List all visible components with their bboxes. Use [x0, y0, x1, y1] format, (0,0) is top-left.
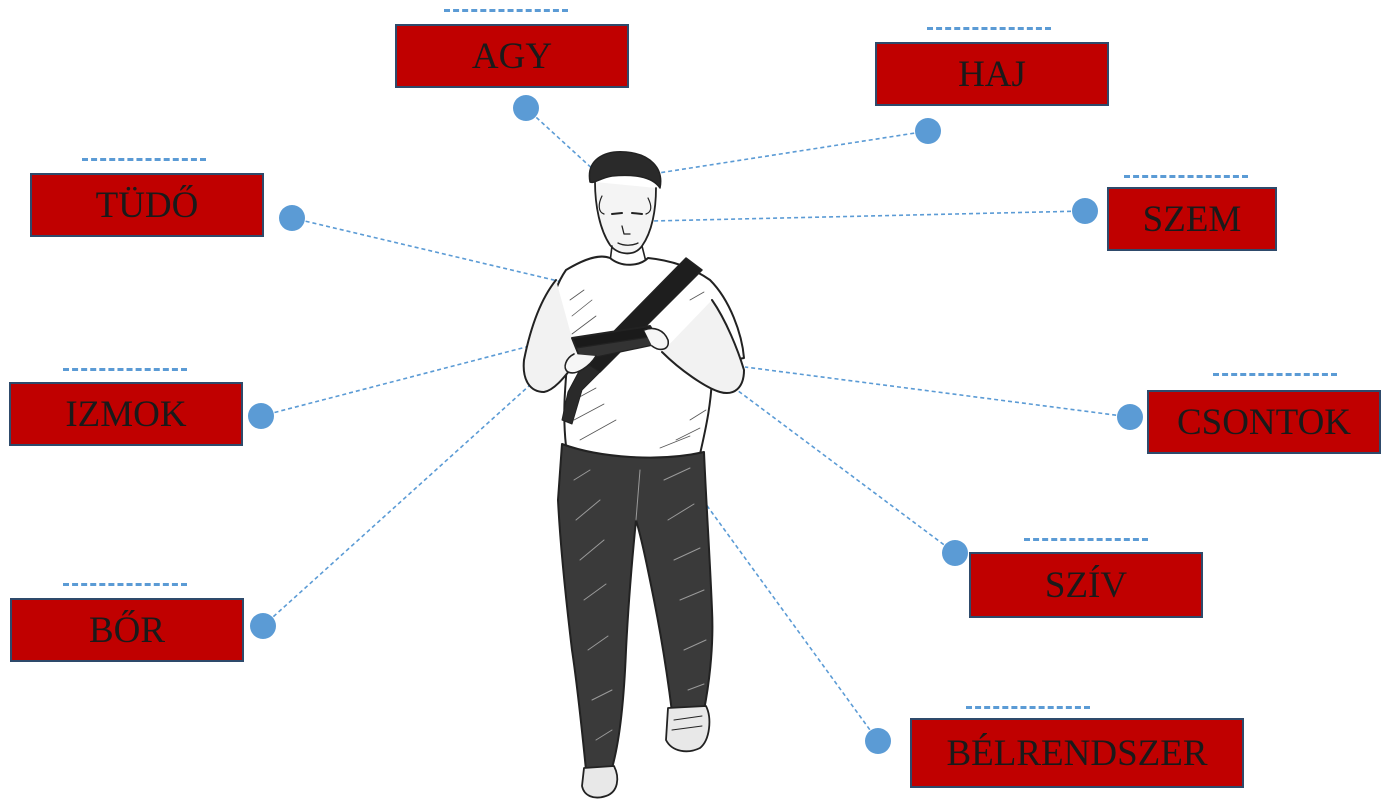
- dot-tudo[interactable]: [279, 205, 305, 231]
- dot-izmok[interactable]: [248, 403, 274, 429]
- label-agy[interactable]: AGY: [395, 24, 629, 88]
- label-szem[interactable]: SZEM: [1107, 187, 1277, 251]
- connector-szem: [651, 210, 1086, 222]
- answer-line-szem: [1124, 175, 1248, 178]
- connector-agy: [525, 107, 597, 173]
- answer-line-bor: [63, 583, 187, 586]
- answer-line-haj: [927, 27, 1051, 30]
- dot-bor[interactable]: [250, 613, 276, 639]
- dot-agy[interactable]: [513, 95, 539, 121]
- answer-line-izmok: [63, 368, 187, 371]
- answer-line-csontok: [1213, 373, 1337, 376]
- dot-belrendszer[interactable]: [865, 728, 891, 754]
- dot-sziv[interactable]: [942, 540, 968, 566]
- label-sziv[interactable]: SZÍV: [969, 552, 1203, 618]
- connector-belrendszer: [651, 429, 879, 742]
- answer-line-agy: [444, 9, 568, 12]
- label-haj[interactable]: HAJ: [875, 42, 1109, 106]
- label-belrendszer[interactable]: BÉLRENDSZER: [910, 718, 1244, 788]
- dot-szem[interactable]: [1072, 198, 1098, 224]
- answer-line-tudo: [82, 158, 206, 161]
- connector-izmok: [260, 345, 531, 417]
- connector-csontok: [744, 366, 1131, 418]
- dot-csontok[interactable]: [1117, 404, 1143, 430]
- label-tudo[interactable]: TÜDŐ: [30, 173, 264, 237]
- connector-bor: [262, 384, 531, 627]
- answer-line-sziv: [1024, 538, 1148, 541]
- label-csontok[interactable]: CSONTOK: [1147, 390, 1381, 454]
- label-izmok[interactable]: IZMOK: [9, 382, 243, 446]
- answer-line-belrendszer: [966, 706, 1090, 709]
- connector-haj: [651, 130, 929, 175]
- dot-haj[interactable]: [915, 118, 941, 144]
- connector-tudo: [291, 217, 597, 291]
- connector-lines: [260, 107, 1131, 742]
- walking-man-sketch-icon: [522, 151, 745, 799]
- label-bor[interactable]: BŐR: [10, 598, 244, 662]
- connector-dots: [248, 95, 1143, 754]
